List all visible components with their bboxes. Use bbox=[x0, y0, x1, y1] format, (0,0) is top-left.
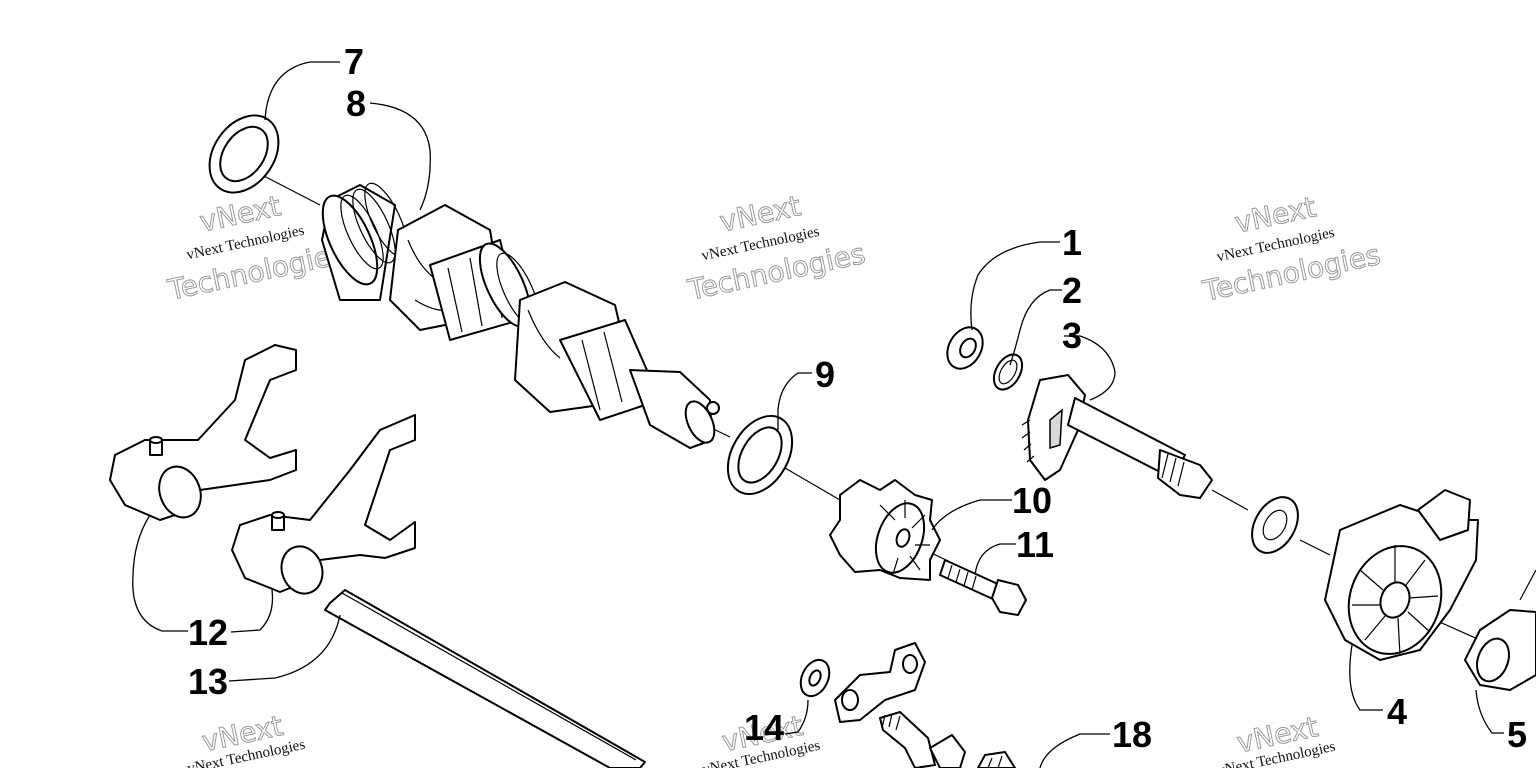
part-1-washer bbox=[946, 326, 984, 370]
watermark-3: vNext Technologies vNext Technologies bbox=[1199, 190, 1384, 309]
callout-8: 8 bbox=[346, 83, 366, 124]
part-16-pin bbox=[879, 711, 966, 768]
part-11-bolt bbox=[939, 559, 1027, 616]
callout-10: 10 bbox=[1012, 480, 1052, 521]
callout-9: 9 bbox=[815, 354, 835, 395]
part-5-lever bbox=[1464, 569, 1536, 691]
callout-5: 5 bbox=[1507, 714, 1527, 755]
part-13-fork-rod bbox=[324, 589, 646, 768]
part-2-snap-ring bbox=[992, 353, 1024, 391]
part-9-washer bbox=[726, 415, 794, 495]
part-8-shift-shaft-assembly bbox=[321, 182, 720, 449]
callout-1: 1 bbox=[1062, 222, 1082, 263]
callout-18: 18 bbox=[1112, 714, 1152, 755]
callout-11: 11 bbox=[1016, 524, 1054, 565]
part-15-link-plate bbox=[834, 642, 926, 723]
assembly-axis-lines bbox=[261, 174, 1481, 641]
watermark-1: vNext Technologies vNext Technologies bbox=[164, 189, 349, 308]
callout-3: 3 bbox=[1062, 315, 1082, 356]
part-3-shift-shaft bbox=[1021, 374, 1213, 499]
watermark-4: vNext vNext Technologies bbox=[186, 709, 307, 768]
callout-12: 12 bbox=[188, 612, 228, 653]
leader-lines bbox=[132, 61, 1504, 768]
watermark-6: vNext vNext Technologies bbox=[1216, 710, 1337, 768]
part-14-washer bbox=[799, 658, 831, 698]
callout-13: 13 bbox=[188, 661, 228, 702]
part-4-sensor-housing bbox=[1324, 489, 1479, 661]
callout-4: 4 bbox=[1387, 691, 1407, 732]
part-10-gear bbox=[829, 479, 941, 581]
part-4-bearing bbox=[1251, 496, 1299, 554]
callout-7: 7 bbox=[344, 41, 364, 82]
part-7-washer bbox=[208, 114, 280, 194]
callout-14: 14 bbox=[744, 707, 784, 748]
part-12-shift-fork-lower bbox=[231, 414, 416, 595]
watermark-2: vNext Technologies vNext Technologies bbox=[684, 189, 869, 308]
part-12-shift-fork-upper bbox=[109, 344, 297, 521]
callouts: 7 8 1 2 3 9 10 11 12 13 4 5 14 18 bbox=[188, 41, 1527, 755]
part-17-spring bbox=[977, 751, 1016, 768]
callout-2: 2 bbox=[1062, 270, 1082, 311]
